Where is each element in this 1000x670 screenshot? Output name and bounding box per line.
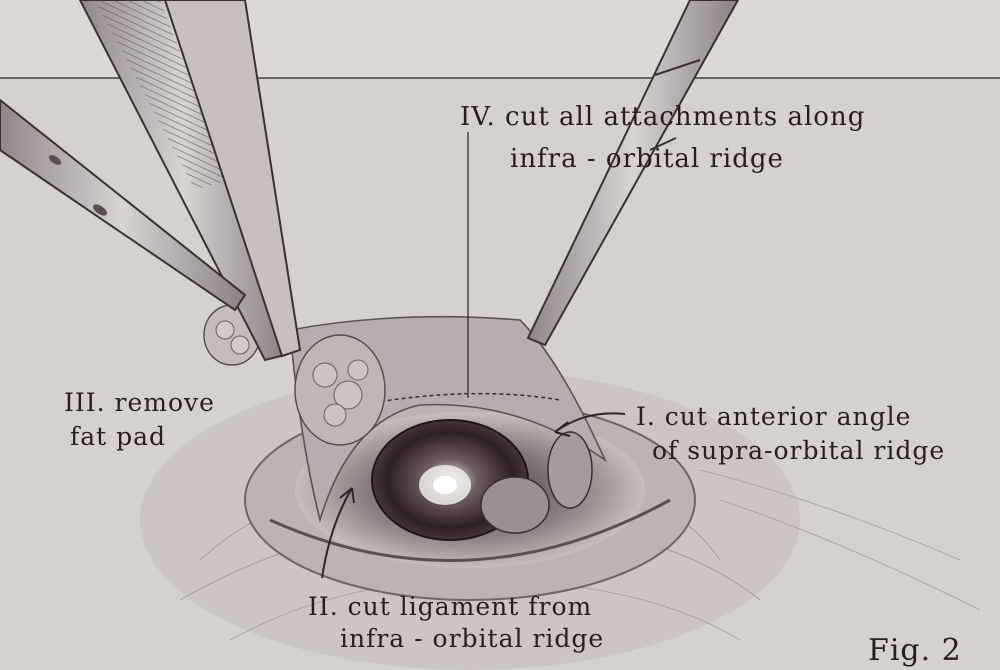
label-step-iv-line1: IV. cut all attachments along [460,102,866,132]
orbital-muscle [547,431,593,509]
label-step-ii-line1: II. cut ligament from [308,592,593,621]
fat-pad [203,304,386,446]
arrow-ii [321,487,353,579]
figure-label: Fig. 2 [868,633,962,668]
label-step-ii-line2: infra - orbital ridge [340,624,605,653]
scissors-left [0,98,247,312]
label-step-iii-line1: III. remove [64,388,215,417]
label-step-iv-line2: infra - orbital ridge [510,144,784,174]
incision-line [359,392,561,406]
forceps-left [78,0,302,362]
label-step-i-line1: I. cut anterior angle [636,402,912,431]
retractor-right [526,0,740,347]
orbital-tissue [480,476,550,534]
label-step-iii-line2: fat pad [70,422,167,451]
label-step-i-line2: of supra-orbital ridge [652,436,946,465]
